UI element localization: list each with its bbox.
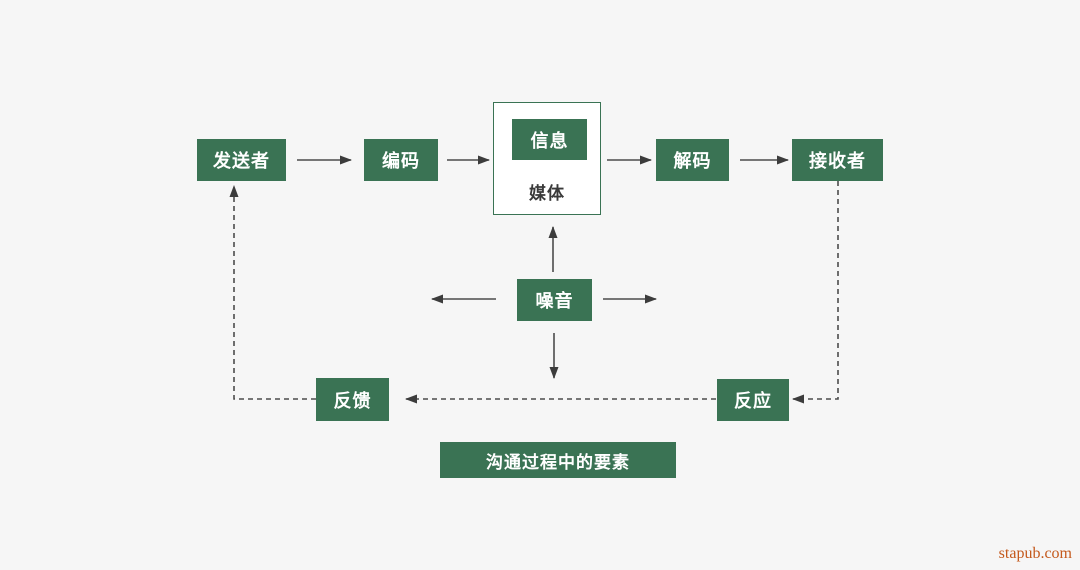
- node-encode: 编码: [364, 139, 438, 181]
- node-noise: 噪音: [517, 279, 592, 321]
- node-feedback: 反馈: [316, 378, 389, 421]
- node-media-label: 媒体: [529, 184, 565, 203]
- diagram-title: 沟通过程中的要素: [440, 442, 676, 478]
- node-media-container: 信息 媒体: [493, 102, 601, 215]
- dashed-arrow-feedback-to-sender: [229, 185, 316, 400]
- node-decode: 解码: [656, 139, 729, 181]
- watermark-text: stapub.com: [998, 545, 1072, 562]
- node-reaction: 反应: [717, 379, 789, 421]
- node-receiver: 接收者: [792, 139, 883, 181]
- node-message: 信息: [512, 119, 587, 160]
- node-sender: 发送者: [197, 139, 286, 181]
- dashed-arrow-receiver-to-reaction: [792, 181, 839, 404]
